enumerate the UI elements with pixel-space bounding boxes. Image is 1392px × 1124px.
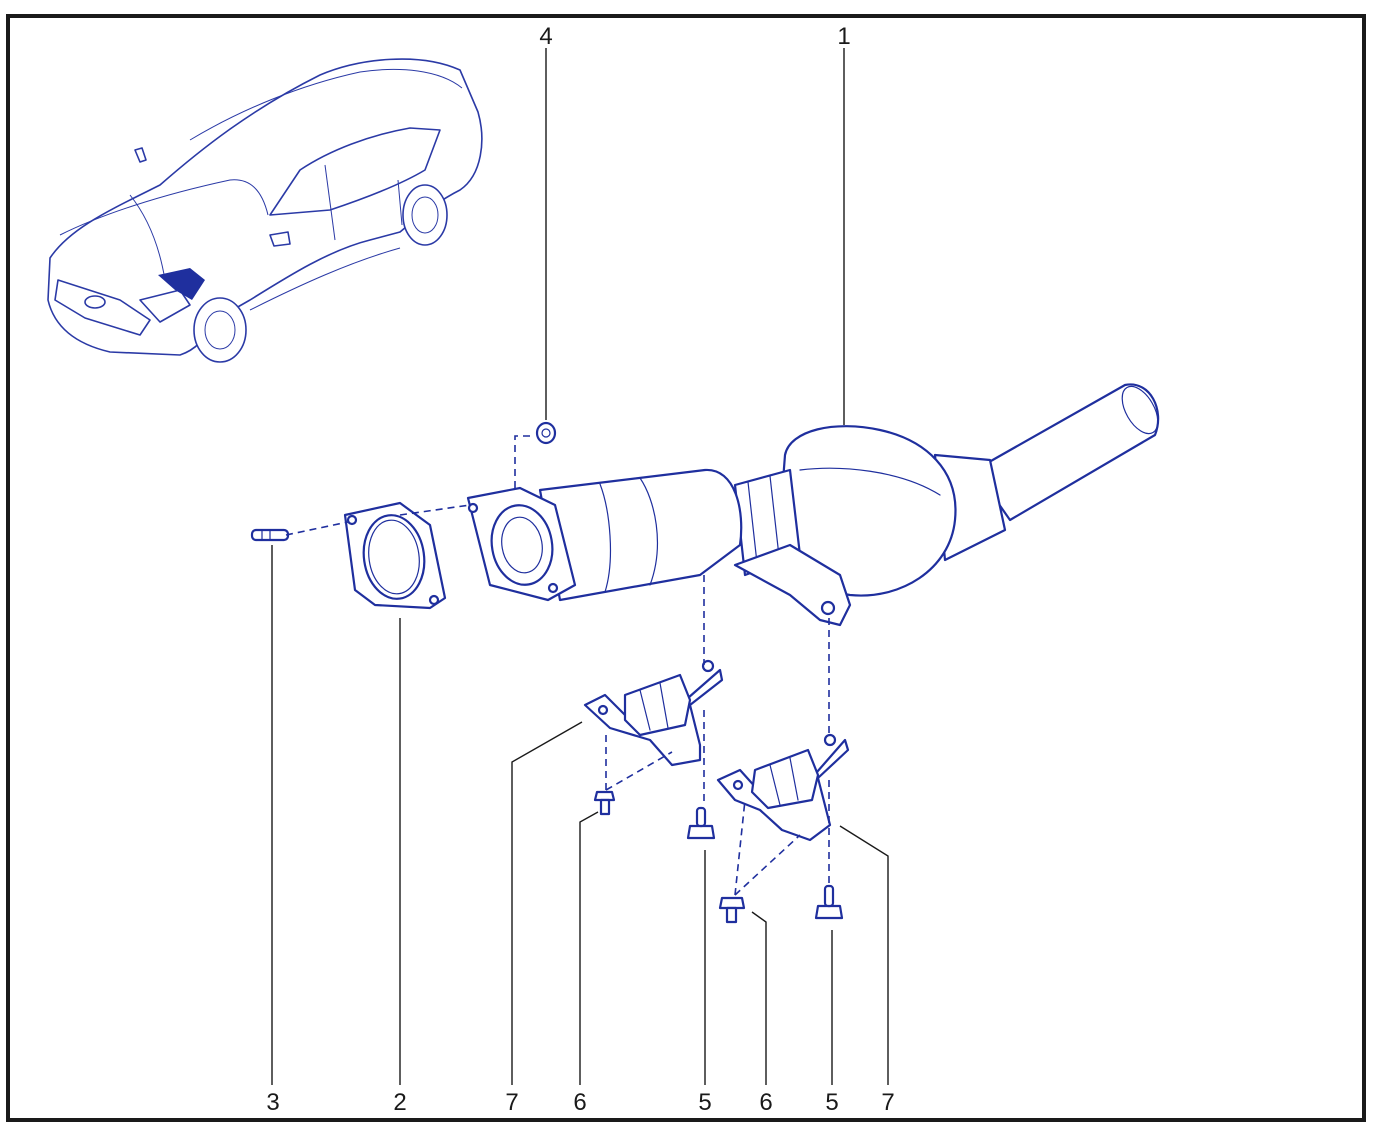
exhaust-gasket xyxy=(343,501,447,610)
stud-bolt xyxy=(250,528,290,542)
bolt-6-left xyxy=(593,790,616,816)
callout-6-right: 6 xyxy=(759,1089,772,1116)
catalytic-converter-assembly xyxy=(466,383,1160,627)
callout-6-left: 6 xyxy=(573,1089,586,1116)
bolt-5-left xyxy=(686,806,716,840)
exhaust-hanger-bracket-right xyxy=(716,733,850,842)
callout-7-right: 7 xyxy=(881,1089,894,1116)
bolt-6-right xyxy=(718,896,746,924)
bolt-5-right xyxy=(814,884,844,920)
callout-leader-lines xyxy=(271,48,889,1085)
callout-4: 4 xyxy=(539,23,552,50)
callout-7-left: 7 xyxy=(505,1089,518,1116)
callout-5-right: 5 xyxy=(825,1089,838,1116)
callout-2: 2 xyxy=(393,1089,406,1116)
callout-1: 1 xyxy=(837,23,850,50)
vehicle-overview-illustration xyxy=(47,58,483,363)
callout-5-left: 5 xyxy=(698,1089,711,1116)
callout-labels: 4 1 3 2 7 6 5 6 5 7 xyxy=(266,23,894,1116)
flange-nut xyxy=(535,421,557,445)
exhaust-hanger-bracket-left xyxy=(583,659,724,767)
assembly-guide-lines xyxy=(285,435,830,896)
callout-3: 3 xyxy=(266,1089,279,1116)
